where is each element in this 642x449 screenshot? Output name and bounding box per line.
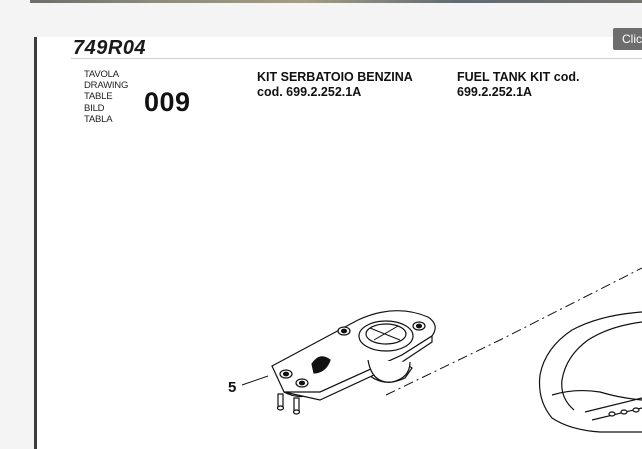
table-number: 009 — [144, 87, 191, 117]
assembly-axis-line — [385, 267, 642, 396]
model-code: 749R04 — [73, 37, 147, 59]
header-divider — [71, 58, 642, 59]
title-italian-line2: cod. 699.2.252.1A — [257, 85, 362, 99]
table-label-tabla: TABLA — [84, 113, 113, 125]
title-english-line2: 699.2.252.1A — [457, 85, 533, 99]
table-label-drawing: DRAWING — [84, 80, 129, 92]
title-italian: KIT SERBATOIO BENZINA cod. 699.2.252.1A — [257, 70, 447, 100]
callout-number: 5 — [228, 379, 237, 396]
table-label-list: TAVOLA DRAWING TABLE BILD TABLA — [84, 69, 128, 125]
top-image-strip — [30, 0, 642, 3]
title-italian-line1: KIT SERBATOIO BENZINA — [257, 70, 413, 84]
table-label-table: TABLE — [84, 91, 113, 103]
exploded-parts-drawing — [241, 267, 642, 433]
title-english: FUEL TANK KIT cod. 699.2.252.1A — [457, 70, 627, 100]
fuel-tank-part — [538, 311, 642, 433]
table-label-bild: BILD — [84, 102, 105, 114]
callout-leader-line — [241, 375, 269, 386]
title-english-line1: FUEL TANK KIT cod. — [457, 70, 580, 84]
table-label-tavola: TAVOLA — [84, 69, 119, 80]
fuel-cap-flange-part — [271, 310, 436, 415]
click-button[interactable]: Click — [613, 28, 642, 50]
